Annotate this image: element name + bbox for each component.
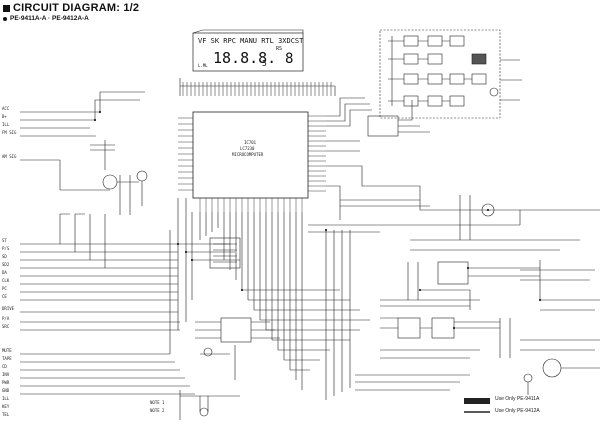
amp-ic	[397, 317, 421, 339]
subtitle-row: PE-9411A-A · PE-9412A-A	[3, 15, 139, 22]
tuner-block-diagram	[379, 29, 522, 119]
sub-ic	[367, 115, 399, 137]
bottom-signal-label-0: INV	[2, 372, 10, 377]
page-title: CIRCUIT DIAGRAM: 1/2	[13, 2, 140, 14]
left-signal-label-4: AM SIG	[2, 154, 17, 159]
lcd-corner-label: RS	[276, 46, 282, 52]
left-signal-label-7: SD	[2, 254, 7, 259]
bottom-signal-label-1: PWR	[2, 380, 10, 385]
legend-label-9412a: Use Only PE-9412A	[495, 408, 540, 414]
left-signal-label-0: ACC	[2, 106, 10, 111]
ic-part: LC7230	[240, 146, 255, 151]
left-signal-label-6: P/S	[2, 246, 10, 251]
bottom-signal-label-2: GND	[2, 388, 10, 393]
left-signal-label-2: ILL	[2, 122, 10, 127]
left-signal-label-18: CD	[2, 364, 7, 369]
left-signal-label-8: SD2	[2, 262, 10, 267]
lcd-sub-digit: 5	[262, 59, 267, 68]
model-subtitle: PE-9411A-A · PE-9412A-A	[10, 15, 89, 22]
left-signal-label-16: MUTE	[2, 348, 12, 353]
lcd-text-group: VF SK RPC MANU RTL 3XDCST 18.8.8. 5 8 RS…	[198, 37, 304, 68]
left-signal-label-15: SRC	[2, 324, 10, 329]
ic-ref: IC701	[244, 140, 257, 145]
lcd-display	[192, 29, 304, 72]
bottom-signal-label-3: ILL	[2, 396, 10, 401]
left-signal-label-17: TAPE	[2, 356, 12, 361]
bottom-label-group: INV PWR GND ILL KEY TEL	[2, 372, 10, 417]
note-group: NOTE 1 NOTE 2	[150, 400, 165, 413]
left-signal-label-5: ST	[2, 238, 7, 243]
legend-label-9411a: Use Only PE-9411A	[495, 396, 540, 402]
left-signal-label-14: P/A	[2, 316, 10, 321]
left-signal-label-12: CE	[2, 294, 7, 299]
left-signal-label-1: B+	[2, 114, 7, 119]
bottom-signal-label-4: KEY	[2, 404, 10, 409]
left-signal-label-11: PC	[2, 286, 7, 291]
note-label-0: NOTE 1	[150, 400, 165, 405]
left-signal-label-13: DRIVE	[2, 306, 15, 311]
switch-block	[209, 237, 241, 269]
regulator-ic	[437, 261, 469, 285]
lcd-right-digit: 8	[285, 51, 293, 67]
lcd-mode-labels: VF SK RPC MANU RTL 3XDCST	[198, 37, 304, 45]
diagram-header: CIRCUIT DIAGRAM: 1/2 PE-9411A-A · PE-941…	[3, 2, 139, 22]
legend-symbol-9411a	[464, 398, 490, 404]
title-bullet-icon	[3, 4, 10, 12]
note-label-1: NOTE 2	[150, 408, 165, 413]
connection-dots	[93, 110, 542, 330]
left-signal-label-3: FM SIG	[2, 130, 17, 135]
lower-left-ic	[220, 317, 252, 343]
subtitle-bullet-icon	[3, 16, 7, 21]
main-ic-body	[192, 111, 309, 199]
bottom-signal-label-5: TEL	[2, 412, 10, 417]
left-signal-label-10: CLK	[2, 278, 10, 283]
title-row: CIRCUIT DIAGRAM: 1/2	[3, 2, 139, 14]
lcd-left-small: L.ML	[198, 63, 208, 68]
left-signal-label-9: DA	[2, 270, 7, 275]
lcd-digits: 18.8.8.	[213, 49, 276, 67]
ic-function: MICROCOMPUTER	[232, 152, 264, 157]
